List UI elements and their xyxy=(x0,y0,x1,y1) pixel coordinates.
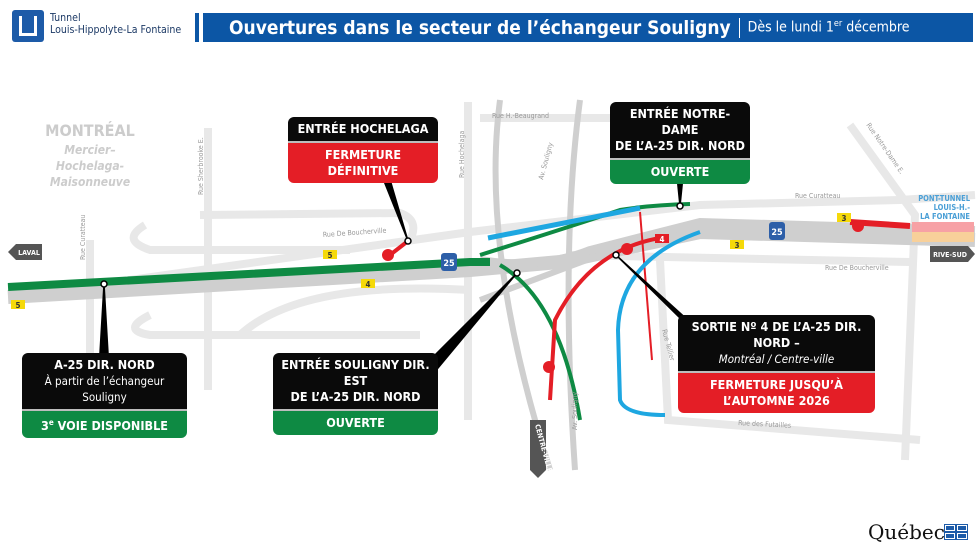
callout-hochelaga: ENTRÉE HOCHELAGA FERMETURE DÉFINITIVE xyxy=(288,117,438,183)
a25-open-lane xyxy=(7,258,490,291)
street-label: Av. Souligny xyxy=(537,141,555,180)
status-open: OUVERTE xyxy=(273,411,438,435)
status-line: FERMETURE JUSQU’À xyxy=(709,377,844,392)
a25-shield-icon xyxy=(769,222,785,240)
borough-label: Mercier– xyxy=(64,143,116,157)
rive-sud-arrow-icon xyxy=(930,246,975,262)
status-closed: FERMETURE DÉFINITIVE xyxy=(288,143,438,183)
street-label: Rue Hochelaga xyxy=(458,131,466,178)
quebec-flag-icon xyxy=(944,524,968,540)
exit-tag: 5 xyxy=(327,251,332,260)
quebec-logo: Québec xyxy=(868,520,945,544)
tunnel-lanes-closed xyxy=(912,222,974,232)
title-line: DE L’A-25 DIR. NORD xyxy=(615,138,745,153)
centre-ville-arrow-icon xyxy=(530,420,546,478)
borough-label: Maisonneuve xyxy=(50,175,130,189)
borough-label: Hochelaga- xyxy=(56,159,124,173)
tunnel-label-line: PONT-TUNNEL xyxy=(918,194,971,203)
closure-markers xyxy=(382,220,864,373)
exit-tag: 4 xyxy=(365,280,370,289)
date: Dès le lundi 1er décembre xyxy=(748,19,910,36)
status-line: L’AUTOMNE 2026 xyxy=(723,393,830,408)
closed-icon xyxy=(543,361,555,373)
subtitle: Montréal / Centre-ville xyxy=(718,352,835,366)
shield-number: 25 xyxy=(771,228,783,238)
callout-sortie4: SORTIE Nº 4 DE L’A-25 DIR. NORD – Montréa… xyxy=(678,315,875,413)
status-text: VOIE DISPONIBLE xyxy=(53,418,168,434)
divider xyxy=(738,17,740,38)
date-sup: er xyxy=(833,19,843,30)
tunnel-logo-icon xyxy=(12,10,44,42)
date-prefix: Dès le lundi 1 xyxy=(747,19,834,36)
rive-sud-label: RIVE-SUD xyxy=(933,251,967,259)
detour-top xyxy=(487,205,641,241)
street-label: Rue Sherbrooke E. xyxy=(197,137,205,195)
title-line: ENTRÉE SOULIGNY DIR. EST xyxy=(281,357,430,388)
laval-arrow-icon xyxy=(8,244,42,260)
exit-tag: 3 xyxy=(734,241,739,250)
closed-street xyxy=(639,211,653,361)
status-num: 3 xyxy=(41,418,49,434)
street-label: Rue De Boucherville xyxy=(323,227,387,239)
laval-label: LAVAL xyxy=(18,249,40,257)
status-sup: e xyxy=(48,418,54,427)
status-open: OUVERTE xyxy=(610,160,750,184)
title-line: ENTRÉE NOTRE-DAME xyxy=(629,106,731,137)
callout-title: SORTIE Nº 4 DE L’A-25 DIR. NORD – Montréa… xyxy=(678,315,875,373)
callout-title: ENTRÉE HOCHELAGA xyxy=(288,117,438,143)
street-label: Av. Souligny xyxy=(571,392,579,430)
closed-icon xyxy=(852,220,864,232)
title-line: DE L’A-25 DIR. NORD xyxy=(290,389,421,404)
subtitle: À partir de l’échangeur Souligny xyxy=(44,374,165,404)
exit-tag: 3 xyxy=(841,214,846,223)
a25-shield-icon xyxy=(441,253,457,271)
closed-icon xyxy=(382,249,394,261)
tunnel-label: PONT-TUNNEL LOUIS-H.- LA FONTAINE xyxy=(918,194,971,221)
street-label: Rue Curatteau xyxy=(795,192,840,200)
exit-tag: 5 xyxy=(15,301,20,310)
exit-tag: 4 xyxy=(659,235,664,244)
tunnel-label-line: LOUIS-H.- xyxy=(934,203,971,212)
title-line: SORTIE Nº 4 DE L’A-25 DIR. NORD – xyxy=(691,319,862,350)
closed-icon xyxy=(621,243,633,255)
page-title: Ouvertures dans le secteur de l’échangeu… xyxy=(229,16,731,39)
exit-number-tags: 5 5 4 4 3 3 xyxy=(11,213,851,310)
district-label: MONTRÉAL xyxy=(45,121,135,140)
street-label: Rue des Futailles xyxy=(738,419,791,430)
shield-number: 25 xyxy=(443,259,455,269)
street-label: Rue De Boucherville xyxy=(825,264,889,272)
tunnel-label-line: LA FONTAINE xyxy=(920,212,970,221)
street-label: Rue Curatteau xyxy=(79,215,87,260)
title-bar: Ouvertures dans le secteur de l’échangeu… xyxy=(195,13,973,42)
tunnel-lanes-open xyxy=(912,232,974,242)
brand-line2: Louis-Hippolyte-La Fontaine xyxy=(50,24,182,36)
brand-line1: Tunnel xyxy=(50,12,81,24)
a25-shields: 25 25 xyxy=(441,222,785,271)
status-open: 3e VOIE DISPONIBLE xyxy=(22,411,187,439)
date-suffix: décembre xyxy=(842,19,910,36)
place-labels: MONTRÉAL Mercier– Hochelaga- Maisonneuve xyxy=(45,121,135,189)
streets xyxy=(9,102,976,461)
callout-title: A-25 DIR. NORD À partir de l’échangeur So… xyxy=(22,353,187,411)
title-line: A-25 DIR. NORD xyxy=(54,357,155,372)
detour-bottom xyxy=(615,230,701,417)
callout-a25: A-25 DIR. NORD À partir de l’échangeur So… xyxy=(22,353,187,439)
street-label: Rue H.-Beaugrand xyxy=(492,112,549,120)
